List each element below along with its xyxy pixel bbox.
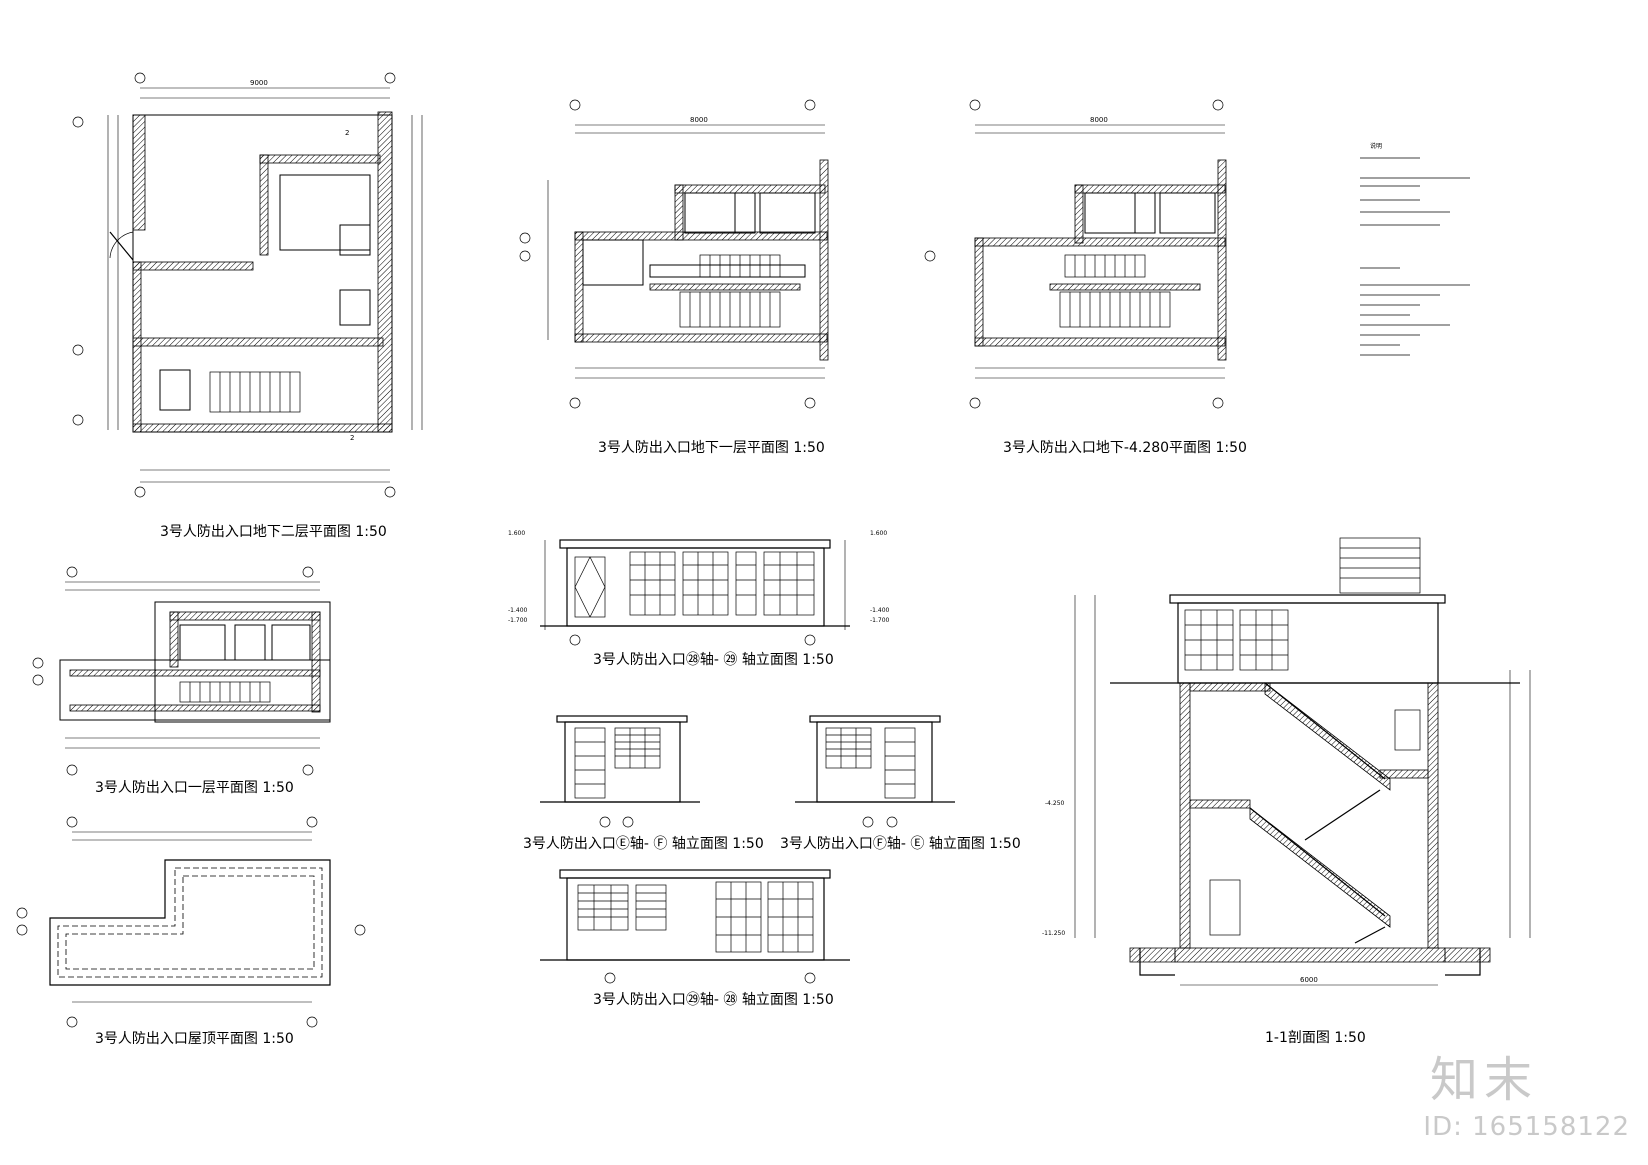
axis-bubble — [134, 72, 146, 84]
notes-block: 说明 — [1360, 142, 1470, 356]
svg-text:-1.400: -1.400 — [508, 607, 528, 614]
svg-text:8000: 8000 — [1090, 116, 1108, 124]
window — [763, 551, 815, 616]
stair-section — [1249, 682, 1391, 944]
svg-text:9000: 9000 — [250, 79, 268, 87]
title-elev-1: 3号人防出入口㉘轴- ㉙ 轴立面图 1:50 — [593, 652, 834, 668]
title-plan-f1: 3号人防出入口一层平面图 1:50 — [95, 780, 294, 796]
watermark-logo: 知末 — [1429, 1052, 1538, 1108]
window — [629, 551, 676, 616]
elevation-3 — [795, 715, 955, 828]
title-plan-4280: 3号人防出入口地下-4.280平面图 1:50 — [1003, 440, 1247, 456]
svg-text:6000: 6000 — [1300, 976, 1318, 984]
svg-text:-1.700: -1.700 — [870, 617, 890, 624]
plan-b2: 2 2 9000 — [72, 72, 423, 498]
plan-f1 — [32, 566, 331, 776]
svg-text:2: 2 — [345, 129, 349, 137]
svg-text:8000: 8000 — [690, 116, 708, 124]
svg-text:-1.400: -1.400 — [870, 607, 890, 614]
svg-text:-1.700: -1.700 — [508, 617, 528, 624]
svg-text:2: 2 — [350, 434, 354, 442]
elevation-4 — [540, 869, 850, 984]
stair — [1059, 254, 1171, 328]
elevation-2 — [540, 715, 700, 828]
title-elev-2: 3号人防出入口Ⓔ轴- Ⓕ 轴立面图 1:50 — [523, 836, 764, 852]
stair — [179, 681, 271, 703]
window — [735, 551, 757, 616]
svg-text:说明: 说明 — [1370, 142, 1382, 150]
title-section: 1-1剖面图 1:50 — [1265, 1030, 1366, 1046]
plan-roof — [16, 816, 366, 1028]
title-elev-3: 3号人防出入口Ⓕ轴- Ⓔ 轴立面图 1:50 — [780, 836, 1021, 852]
svg-text:1.600: 1.600 — [508, 530, 525, 537]
watermark-id: ID: 165158122 — [1423, 1112, 1630, 1142]
section-1-1: -4.250 -11.250 — [1042, 537, 1531, 986]
stair — [679, 254, 781, 328]
title-plan-b1: 3号人防出入口地下一层平面图 1:50 — [598, 440, 825, 456]
title-elev-4: 3号人防出入口㉙轴- ㉘ 轴立面图 1:50 — [593, 992, 834, 1008]
svg-text:-11.250: -11.250 — [1042, 930, 1065, 937]
title-plan-roof: 3号人防出入口屋顶平面图 1:50 — [95, 1031, 294, 1047]
title-plan-b2: 3号人防出入口地下二层平面图 1:50 — [160, 524, 387, 540]
window — [682, 551, 729, 616]
stair — [209, 371, 301, 413]
elevation-1: 1.600 -1.400 -1.700 1.600 -1.400 -1.700 — [508, 530, 890, 646]
plan-4280: 8000 — [924, 99, 1227, 409]
svg-text:1.600: 1.600 — [870, 530, 887, 537]
svg-text:-4.250: -4.250 — [1045, 800, 1065, 807]
plan-b1: 8000 — [519, 99, 829, 409]
